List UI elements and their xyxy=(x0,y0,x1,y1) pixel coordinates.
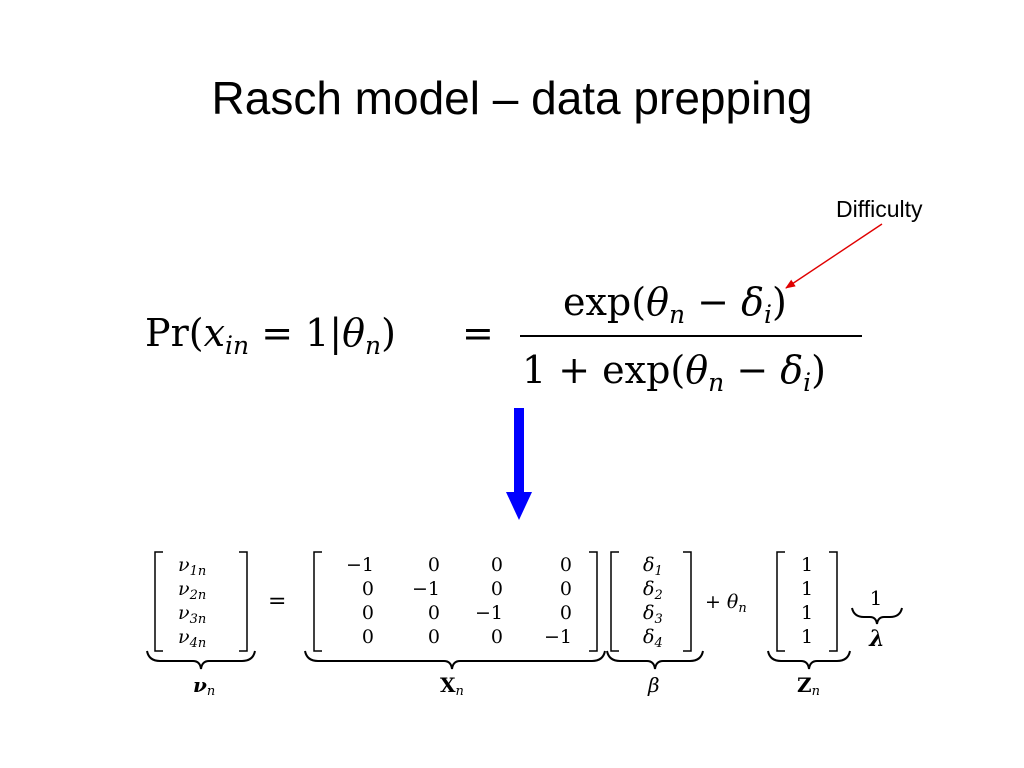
delta-entry: δ4 xyxy=(643,626,663,651)
nu-vector: ν1n ν2n ν3n ν4n xyxy=(178,554,206,651)
delta-entry: δ2 xyxy=(643,578,663,603)
matrix-equals-sign: = xyxy=(268,589,286,614)
matrix-cell: −1 xyxy=(346,554,374,576)
slide-title: Rasch model – data prepping xyxy=(211,72,813,124)
nu-right-bracket xyxy=(239,551,248,652)
matrix-cell: 0 xyxy=(560,602,572,624)
nu-entry: ν4n xyxy=(178,626,206,651)
nu-left-bracket xyxy=(154,551,163,652)
ones-entry: 1 xyxy=(801,554,813,576)
matrix-cell: 0 xyxy=(491,578,503,600)
rasch-probability-equation: Pr(xin = 1|θn) = exp(θn − δi) 1 + exp(θn… xyxy=(145,280,862,397)
matrix-cell: 0 xyxy=(428,602,440,624)
beta-label: β xyxy=(647,673,660,697)
matrix-cell: 0 xyxy=(362,602,374,624)
ones-vector: 1 1 1 1 xyxy=(801,554,813,648)
plus-theta-term: +θn xyxy=(705,591,747,616)
delta-vector: δ1 δ2 δ3 δ4 xyxy=(643,554,663,651)
nu-n-label: νn xyxy=(193,673,215,699)
matrix-cell: 0 xyxy=(491,626,503,648)
matrix-cell: 0 xyxy=(362,626,374,648)
matrix-cell: 0 xyxy=(362,578,374,600)
x-underbrace xyxy=(304,650,606,670)
x-matrix-left-bracket xyxy=(313,551,322,652)
z-n-label: Zn xyxy=(797,673,820,699)
lambda-label: λ xyxy=(868,626,884,652)
matrix-cell: 0 xyxy=(428,554,440,576)
z-underbrace xyxy=(767,650,851,670)
lambda-value: 1 xyxy=(870,586,883,610)
ones-left-bracket xyxy=(776,551,785,652)
delta-entry: δ3 xyxy=(643,602,663,627)
nu-underbrace xyxy=(146,650,256,670)
delta-right-bracket xyxy=(683,551,692,652)
matrix-cell: 0 xyxy=(491,554,503,576)
ones-entry: 1 xyxy=(801,602,813,624)
x-n-label: Xn xyxy=(440,673,464,699)
nu-entry: ν2n xyxy=(178,578,206,603)
ones-entry: 1 xyxy=(801,626,813,648)
matrix-cell: −1 xyxy=(412,578,440,600)
eq1-lhs: Pr(xin = 1|θn) xyxy=(145,311,396,360)
lambda-brace xyxy=(851,607,903,625)
ones-right-bracket xyxy=(829,551,838,652)
matrix-equation: ν1n ν2n ν3n ν4n = −1 0 0 0 0 −1 0 0 0 0 … xyxy=(146,551,903,699)
eq1-denominator: 1 + exp(θn − δi) xyxy=(522,348,826,397)
matrix-cell: −1 xyxy=(544,626,572,648)
matrix-cell: 0 xyxy=(560,578,572,600)
delta-entry: δ1 xyxy=(643,554,663,579)
x-matrix-body: −1 0 0 0 0 −1 0 0 0 0 −1 0 0 0 0 −1 xyxy=(346,554,572,648)
matrix-cell: 0 xyxy=(428,626,440,648)
ones-entry: 1 xyxy=(801,578,813,600)
matrix-cell: −1 xyxy=(475,602,503,624)
difficulty-pointer-arrow xyxy=(785,223,883,289)
matrix-cell: 0 xyxy=(560,554,572,576)
eq1-equals: = xyxy=(462,311,494,355)
nu-entry: ν1n xyxy=(178,554,206,579)
delta-left-bracket xyxy=(610,551,619,652)
eq1-numerator: exp(θn − δi) xyxy=(563,280,787,329)
down-arrow-icon xyxy=(506,408,532,520)
beta-underbrace xyxy=(606,650,704,670)
difficulty-annotation: Difficulty xyxy=(836,196,923,222)
x-matrix-right-bracket xyxy=(589,551,598,652)
nu-entry: ν3n xyxy=(178,602,206,627)
